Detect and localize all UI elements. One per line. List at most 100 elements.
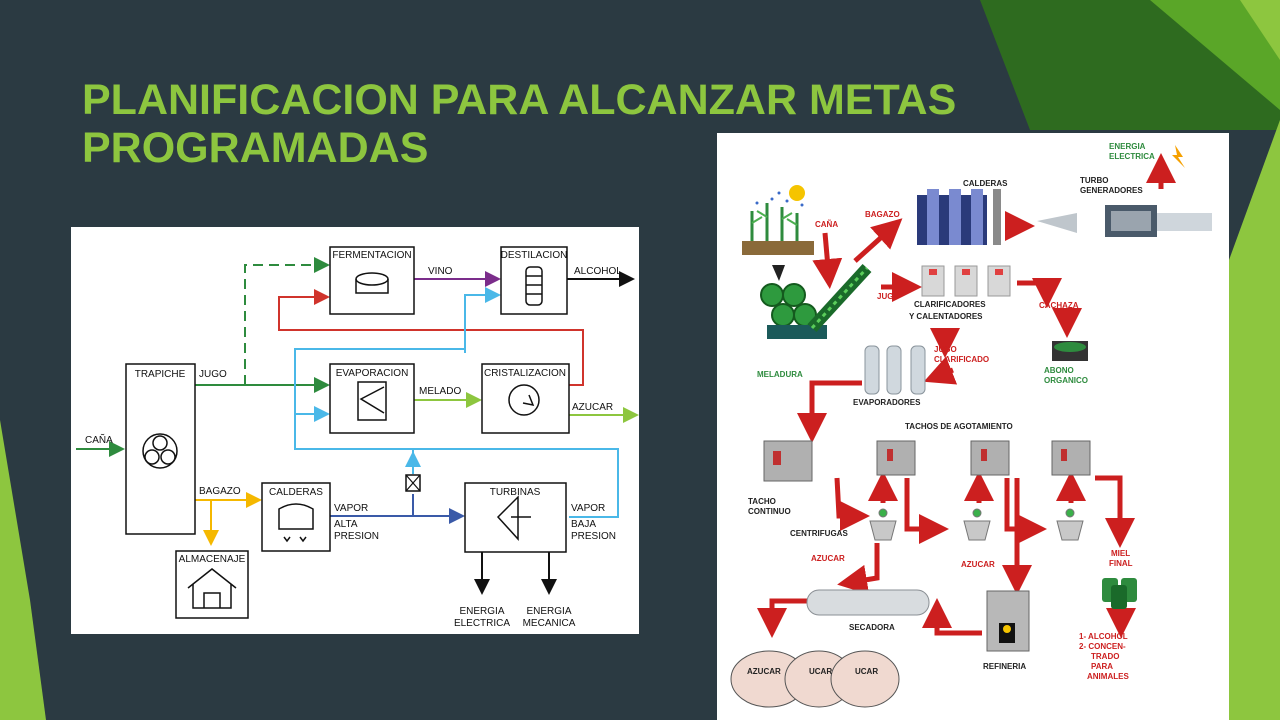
label-jugo-clarificado-2: CLARIFICADO	[934, 355, 989, 364]
label-centrifugas: CENTRIFUGAS	[790, 529, 848, 538]
label-energia: ENERGIA	[1109, 142, 1146, 151]
flow-melado: MELADO	[419, 386, 461, 397]
connector-lines	[76, 257, 639, 595]
label-producto-1: 1- ALCOHOL	[1079, 632, 1128, 641]
process-block-diagram: TRAPICHE FERMENTACION DESTILACION EVAPOR…	[71, 227, 639, 634]
arrow-evaporadores	[923, 356, 958, 385]
label-azucar-1: AZUCAR	[811, 554, 845, 563]
vacuum-pans-icon	[763, 440, 1091, 482]
label-cana: CAÑA	[815, 220, 838, 229]
label-abono: ABONO	[1044, 366, 1074, 375]
warehouse-icon	[187, 568, 237, 609]
sack-label-2: UCAR	[809, 667, 832, 676]
turbine-icon	[496, 495, 531, 541]
label-producto-4: PARA	[1091, 662, 1113, 671]
label-calderas: CALDERAS	[963, 179, 1008, 188]
label-tacho: TACHO	[748, 497, 776, 506]
refinery-icon	[986, 590, 1030, 652]
decor-shape-left	[0, 420, 46, 720]
evaporators-icon	[864, 345, 926, 395]
lightning-icon	[1172, 145, 1185, 168]
label-producto-5: ANIMALES	[1087, 672, 1129, 681]
label-jugo: JUGO	[877, 292, 900, 301]
label-refineria: REFINERIA	[983, 662, 1026, 671]
label-almacenaje: ALMACENAJE	[179, 554, 246, 565]
fermentation-tank-icon	[355, 272, 389, 294]
decor-shape-light	[1240, 0, 1280, 60]
distillation-column-icon	[525, 266, 543, 306]
label-cristalizacion: CRISTALIZACION	[484, 368, 566, 379]
process-arrows	[757, 153, 1176, 638]
arrow-tacho3-centrifuga	[1004, 478, 1047, 544]
flow-vapor-alta-3: PRESION	[334, 531, 379, 542]
slide-title: PLANIFICACION PARA ALCANZAR METAS PROGRA…	[82, 76, 957, 172]
dryer-icon	[806, 589, 930, 616]
label-producto-2: 2- CONCEN-	[1079, 642, 1126, 651]
arrow-miel-fermentacion	[278, 289, 584, 386]
calderas-boiler-icon	[917, 189, 1001, 245]
label-fermentacion: FERMENTACION	[332, 250, 411, 261]
trapiche-rollers-icon	[142, 433, 178, 469]
sack-label-1: AZUCAR	[747, 667, 781, 676]
abono-organico-icon	[1052, 341, 1088, 361]
flow-vapor-baja-3: PRESION	[571, 531, 616, 542]
sugar-sacks-icon	[730, 650, 900, 708]
label-jugo-clarificado-1: JUGO	[934, 345, 957, 354]
sun-icon	[789, 185, 805, 201]
label-continuo: CONTINUO	[748, 507, 791, 516]
centrifuges-icon	[869, 508, 1084, 541]
crystallizer-icon	[508, 384, 540, 416]
arrow-cana-mill	[812, 232, 843, 289]
label-miel: MIEL	[1111, 549, 1130, 558]
box-fermentacion	[329, 246, 415, 315]
label-bagazo: BAGAZO	[865, 210, 900, 219]
mill-rollers-icon	[760, 263, 872, 339]
arrow-secadora-sacos	[757, 598, 807, 638]
flow-vapor-baja-1: VAPOR	[571, 503, 605, 514]
label-evaporacion: EVAPORACION	[336, 368, 409, 379]
arrow-bagazo-calderas	[853, 218, 903, 263]
label-evaporadores: EVAPORADORES	[853, 398, 921, 407]
arrow-tacho-centrifuga	[834, 477, 870, 531]
box-almacenaje	[175, 550, 249, 619]
arrow-tacho2-centrifuga	[904, 478, 949, 544]
clarifiers-icon	[921, 265, 1011, 297]
flow-bagazo: BAGAZO	[199, 486, 241, 497]
label-producto-3: TRADO	[1091, 652, 1119, 661]
flow-jugo: JUGO	[199, 369, 227, 380]
label-trapiche: TRAPICHE	[135, 369, 186, 380]
arrow-azucar-secadora	[837, 543, 880, 595]
decor-shape-right	[1229, 120, 1280, 720]
arrow-meladura	[797, 380, 862, 443]
arrow-miel-final	[1095, 475, 1135, 548]
label-turbinas: TURBINAS	[490, 487, 541, 498]
flow-vapor-alta-2: ALTA	[334, 519, 358, 530]
label-calentadores: Y CALENTADORES	[909, 312, 983, 321]
sugarcane-field-icon	[742, 191, 814, 255]
label-clarificadores: CLARIFICADORES	[914, 300, 986, 309]
flow-cana: CAÑA	[85, 433, 113, 446]
box-trapiche	[125, 363, 196, 535]
sugar-process-illustration: ENERGIA ELECTRICA CALDERAS TURBO GENERAD…	[717, 133, 1229, 720]
flow-vapor-alta-1: VAPOR	[334, 503, 368, 514]
arrow-jugo-fermentacion	[244, 257, 330, 385]
flow-energia-electrica-2: ELECTRICA	[454, 618, 510, 629]
label-electrica: ELECTRICA	[1109, 152, 1155, 161]
evaporator-coil-icon	[357, 381, 387, 421]
label-organico: ORGANICO	[1044, 376, 1088, 385]
arrow-cachaza	[1017, 278, 1062, 308]
flow-azucar: AZUCAR	[572, 402, 613, 413]
flow-alcohol: ALCOHOL	[574, 266, 622, 277]
label-azucar-2: AZUCAR	[961, 560, 995, 569]
boiler-icon	[278, 503, 314, 543]
molasses-barrels-icon	[1102, 578, 1137, 609]
flow-energia-electrica-1: ENERGIA	[459, 606, 504, 617]
box-evaporacion	[329, 363, 415, 434]
label-tachos-agotamiento: TACHOS DE AGOTAMIENTO	[905, 422, 1013, 431]
box-cristalizacion	[481, 363, 570, 434]
decor-shape-mid	[1150, 0, 1280, 110]
arrow-vapor-destilacion	[294, 287, 619, 518]
label-secadora: SECADORA	[849, 623, 895, 632]
box-calderas	[261, 482, 331, 552]
label-calderas: CALDERAS	[269, 487, 323, 498]
